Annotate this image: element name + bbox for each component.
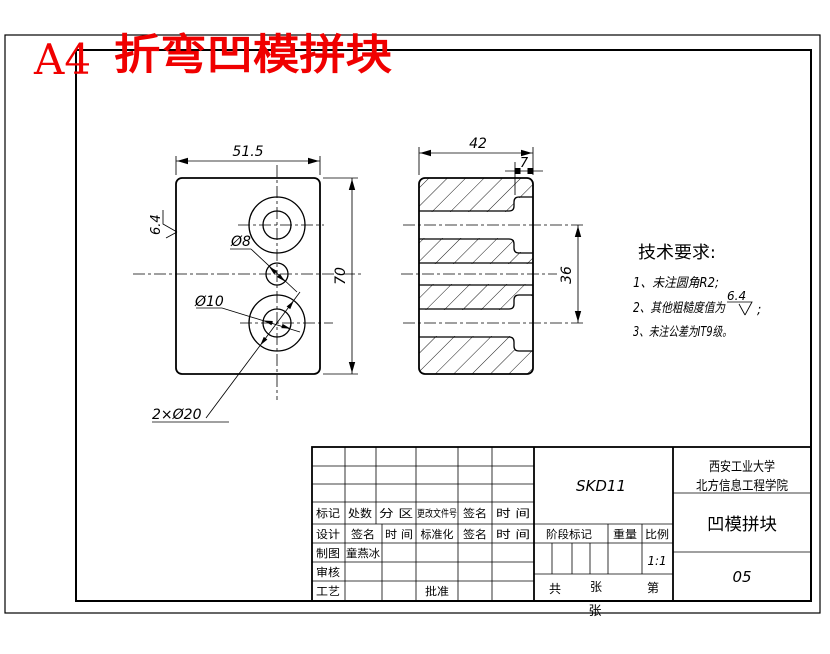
roughness-note-value: 6.4 <box>727 289 746 303</box>
tb-time3: 时 间 <box>496 528 530 541</box>
roughness-side-value: 6.4 <box>149 214 164 235</box>
sheet-title-text: 折弯凹模拼块 <box>114 30 392 79</box>
title-block: 标记 处数 分 区 更改文件号 签名 时 间 设计 签名 时 间 标准化 签名 … <box>311 446 812 619</box>
upper-counterbore-circle <box>248 196 306 254</box>
upper-hole-circle <box>262 210 292 240</box>
roughness-symbol-note: 6.4 ; <box>727 289 761 318</box>
tb-mark: 标记 <box>316 506 340 520</box>
label-hole-small: Ø8 <box>230 234 251 250</box>
tb-material: SKD11 <box>576 477 626 495</box>
tb-draft-name: 童燕冰 <box>346 546 380 560</box>
lower-hole-circle <box>262 308 292 338</box>
sheet-title: A4 折弯凹模拼块 <box>33 30 392 84</box>
dim-front-width: 51.5 <box>232 144 263 160</box>
label-hole-inner: Ø10 <box>194 294 224 310</box>
top-hole-upper-edge <box>419 196 533 212</box>
tb-sign2: 签名 <box>351 527 375 541</box>
tb-no-label: 第 <box>647 581 659 595</box>
tech-item-2-suffix: ; <box>757 303 761 318</box>
dim-front-height: 70 <box>333 267 349 285</box>
tb-drawing-no: 05 <box>732 568 751 586</box>
roughness-symbol-side: 6.4 <box>149 210 178 239</box>
tb-sign3: 签名 <box>463 527 487 541</box>
tech-title: 技术要求: <box>638 243 716 263</box>
bottom-hole-lower-edge <box>419 336 533 352</box>
tb-scale-value: 1:1 <box>647 554 666 568</box>
tb-check: 审核 <box>316 565 340 579</box>
label-counterbore: 2×Ø20 <box>152 407 202 423</box>
tb-org-line2: 北方信息工程学院 <box>696 478 788 494</box>
dim-section-width: 42 <box>469 136 487 152</box>
tb-total: 共 <box>549 582 561 596</box>
sheet-borders <box>4 34 821 614</box>
front-view-outline <box>175 177 321 375</box>
center-hole-circle <box>265 262 289 286</box>
section-outline <box>418 177 534 375</box>
tech-item-2: 2、其他粗糙度值为 <box>633 301 726 316</box>
tb-stage-mark: 阶段标记 <box>546 527 592 541</box>
tb-approve: 批准 <box>425 584 449 598</box>
tb-org-line1: 西安工业大学 <box>709 459 775 475</box>
dim-counterbore-depth: 7 <box>520 156 529 171</box>
tech-item-1: 1、未注圆角R2; <box>633 276 719 291</box>
tb-scale-label: 比例 <box>645 527 669 541</box>
tech-requirements: 技术要求: 1、未注圆角R2; 2、其他粗糙度值为 6.4 ; 3、未注公差为I… <box>633 243 761 340</box>
tb-count: 处数 <box>348 507 372 520</box>
tb-sheet-below: 张 <box>588 604 601 619</box>
tb-zone: 分 区 <box>379 507 413 520</box>
tb-time: 时 间 <box>496 507 530 520</box>
tb-sheets: 张 <box>590 580 602 594</box>
tb-time2: 时 间 <box>385 528 413 541</box>
tech-item-3: 3、未注公差为IT9级。 <box>633 325 732 340</box>
top-hole-lower-edge <box>419 238 533 254</box>
dimensions: 51.5 70 42 7 36 Ø8 Ø10 2×Ø20 <box>149 136 582 423</box>
dim-hole-spacing: 36 <box>559 266 575 284</box>
bottom-hole-upper-edge <box>419 294 533 310</box>
leader-counterbore <box>205 291 301 419</box>
tb-design: 设计 <box>316 528 340 541</box>
front-view <box>133 165 363 400</box>
tb-change-no: 更改文件号 <box>417 507 457 520</box>
sheet-size-label: A4 <box>33 35 91 84</box>
tb-weight: 重量 <box>613 527 637 541</box>
section-view <box>401 177 586 375</box>
tb-part-name: 凹模拼块 <box>707 515 777 535</box>
tb-process: 工艺 <box>316 585 340 598</box>
tb-draft: 制图 <box>316 547 340 560</box>
lower-counterbore-circle <box>248 294 306 352</box>
outer-border <box>4 34 821 614</box>
tb-sign: 签名 <box>463 506 487 520</box>
tb-standardize: 标准化 <box>421 527 454 541</box>
